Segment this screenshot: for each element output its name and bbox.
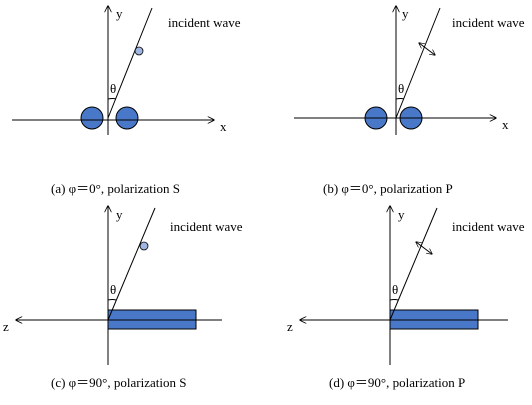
panel-d: y z θ incident wave (d) φ＝90°, polarizat… bbox=[287, 206, 525, 390]
panel-c: y z θ incident wave (c) φ＝90°, polarizat… bbox=[3, 206, 243, 390]
z-axis-label: z bbox=[287, 319, 293, 334]
incident-wave-label: incident wave bbox=[452, 15, 525, 30]
polarization-p-arrow bbox=[416, 242, 432, 254]
y-axis-label: y bbox=[116, 6, 123, 21]
caption-a: (a) φ＝0°, polarization S bbox=[51, 181, 180, 196]
theta-arc bbox=[395, 98, 405, 100]
y-axis-label: y bbox=[402, 6, 409, 21]
z-axis-label: z bbox=[3, 319, 9, 334]
particle-right bbox=[115, 106, 139, 130]
x-axis-label: x bbox=[502, 117, 509, 132]
incident-wave-label: incident wave bbox=[452, 219, 525, 234]
incident-wave-ray bbox=[389, 207, 438, 321]
theta-label: θ bbox=[110, 282, 116, 297]
incident-wave-ray bbox=[107, 207, 156, 321]
caption-b: (b) φ＝0°, polarization P bbox=[323, 181, 453, 196]
polarization-s-dot bbox=[139, 241, 149, 251]
y-axis-label: y bbox=[116, 207, 123, 222]
incident-wave-label: incident wave bbox=[168, 15, 241, 30]
theta-label: θ bbox=[110, 81, 116, 96]
polarization-p-arrow bbox=[419, 43, 435, 55]
panel-b: y x θ incident wave (b) φ＝0°, polarizati… bbox=[294, 6, 525, 196]
incident-wave-ray bbox=[107, 7, 153, 119]
theta-arc bbox=[107, 98, 117, 100]
x-axis-label: x bbox=[220, 119, 227, 134]
particle-left bbox=[80, 106, 104, 130]
caption-d: (d) φ＝90°, polarization P bbox=[329, 375, 465, 390]
theta-arc bbox=[107, 299, 117, 301]
incident-wave-ray bbox=[395, 7, 441, 119]
y-axis-label: y bbox=[398, 207, 405, 222]
panel-a: y x θ incident wave (a) φ＝0°, polarizati… bbox=[12, 6, 241, 196]
theta-arc bbox=[389, 299, 399, 301]
polarization-s-dot bbox=[134, 46, 144, 56]
theta-label: θ bbox=[392, 282, 398, 297]
incident-wave-label: incident wave bbox=[170, 219, 243, 234]
caption-c: (c) φ＝90°, polarization S bbox=[51, 375, 186, 390]
theta-label: θ bbox=[398, 81, 404, 96]
